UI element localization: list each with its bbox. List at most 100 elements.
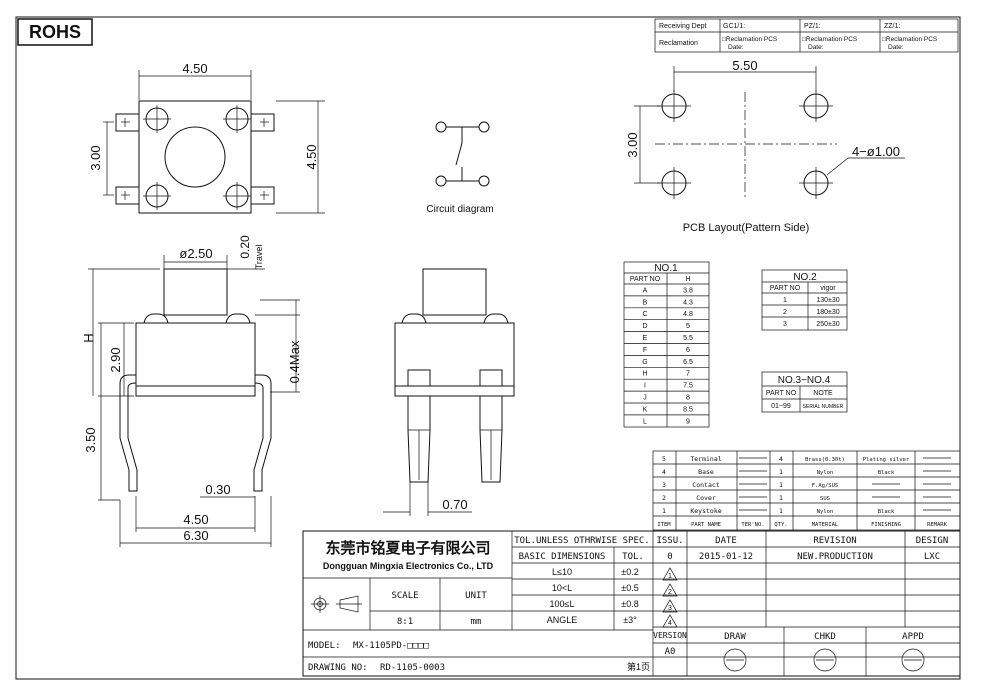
- no1-cell: J: [643, 395, 647, 402]
- no1-cell: I: [644, 383, 646, 390]
- issue-value: 0: [667, 552, 672, 562]
- bom-header: PART NAME: [691, 522, 721, 528]
- appd-header: APPD: [902, 632, 924, 642]
- no1-cell: 7: [686, 371, 690, 378]
- bom-cell: Keystoke: [690, 507, 721, 515]
- model-value: MX-1105PD-□□□□: [353, 641, 429, 651]
- revision-header: REVISION: [813, 536, 856, 546]
- company-name-cn: 东莞市铭夏电子有限公司: [325, 539, 490, 557]
- no1-cell: F: [643, 347, 647, 354]
- bom-header: QTY.: [774, 522, 787, 528]
- no34-header-note: NOTE: [813, 390, 833, 397]
- no1-cell: 5.5: [683, 335, 693, 342]
- bom-cell: Plating silver: [863, 457, 910, 463]
- recl-date-2: Date:: [808, 44, 824, 51]
- dim-body-width: 4.50: [183, 512, 208, 527]
- rev-mark: 2: [668, 589, 672, 596]
- bom-cell: 1: [779, 494, 783, 502]
- bom-cell: Terminal: [690, 455, 721, 463]
- no34-header-part: PART NO: [766, 390, 797, 397]
- bom-cell: 1: [662, 507, 666, 515]
- pcb-layout: [634, 66, 905, 199]
- travel-label: Travel: [254, 245, 264, 270]
- no1-cell: H: [642, 371, 647, 378]
- no1-header-part: PART NO: [630, 276, 661, 283]
- bom-table: [652, 450, 961, 531]
- bom-cell: 5: [662, 455, 666, 463]
- no1-cell: 9: [686, 418, 690, 425]
- title-block: [302, 530, 961, 677]
- dim-overall-width: 6.30: [183, 528, 208, 543]
- company-name-en: Dongguan Mingxia Electronics Co., LTD: [323, 561, 494, 571]
- tol-spec-label: TOL.UNLESS OTHRWISE SPEC.: [514, 536, 649, 546]
- no2-cell: 3: [783, 321, 787, 328]
- no1-cell: 8.5: [683, 406, 693, 413]
- no1-cell: K: [643, 406, 648, 413]
- no1-cell: 6.5: [683, 359, 693, 366]
- no34-title: NO.3−NO.4: [778, 375, 831, 386]
- recl-pcs-1: □Reclamation PCS: [722, 36, 778, 43]
- gc-label: GC1/1:: [723, 23, 745, 30]
- recl-pcs-3: □Reclamation PCS: [882, 36, 938, 43]
- bom-header: TER'NO.: [741, 522, 764, 528]
- pcb-label: PCB Layout(Pattern Side): [683, 222, 810, 234]
- recl-pcs-2: □Reclamation PCS: [802, 36, 858, 43]
- no1-cell: C: [642, 311, 647, 318]
- tol-row-2-val: ±0.5: [621, 583, 638, 593]
- no34-table: [761, 371, 848, 413]
- unit-value: mm: [471, 617, 482, 627]
- tol-row-1-val: ±0.2: [621, 567, 638, 577]
- no34-cell: 01~99: [771, 403, 791, 410]
- no1-cell: 6: [686, 347, 690, 354]
- bom-cell: Black: [878, 470, 895, 476]
- no34-cell: SERIAL NUMBER: [803, 404, 844, 410]
- basic-dim-label: BASIC DIMENSIONS: [519, 552, 606, 562]
- page-number: 第1页: [627, 661, 650, 672]
- model-label: MODEL:: [308, 641, 341, 651]
- no1-cell: G: [642, 359, 647, 366]
- dim-stem-dia: ø2.50: [179, 246, 212, 261]
- bom-cell: Base: [698, 468, 714, 476]
- dim-top-width: 4.50: [182, 61, 207, 76]
- scale-header: SCALE: [391, 591, 418, 601]
- bom-cell: F.Ag/SUS: [812, 483, 839, 489]
- bom-cell: Nylon: [817, 509, 834, 515]
- no2-table: [761, 269, 848, 331]
- dim-hole: 4−ø1.00: [852, 144, 900, 159]
- no1-cell: 5: [686, 323, 690, 330]
- side-view: [383, 268, 515, 516]
- bom-cell: 4: [779, 455, 783, 463]
- circuit-diagram: [435, 121, 490, 187]
- no2-cell: 130±30: [816, 297, 839, 304]
- bom-cell: 4: [662, 468, 666, 476]
- recl-date-3: Date:: [888, 44, 904, 51]
- date-header: DATE: [715, 536, 737, 546]
- bom-cell: Nylon: [817, 470, 834, 476]
- zz-label: ZZ/1:: [884, 23, 900, 30]
- no1-cell: A: [643, 287, 648, 294]
- bom-header: FINISHING: [871, 522, 901, 528]
- no1-cell: L: [643, 418, 647, 425]
- design-value: LXC: [924, 552, 940, 562]
- dim-pin-width-side: 0.70: [442, 497, 467, 512]
- bom-cell: 1: [779, 507, 783, 515]
- dim-max: 0.4Max: [287, 340, 302, 383]
- version-header: VERSION: [653, 631, 687, 640]
- recl-date-1: Date:: [728, 44, 744, 51]
- rev-mark: 4: [668, 620, 672, 627]
- tol-row-2-dim: 10<L: [552, 583, 572, 593]
- bom-header: REMARK: [927, 522, 948, 528]
- no2-cell: 180±30: [816, 309, 839, 316]
- no1-cell: 8: [686, 395, 690, 402]
- date-value: 2015-01-12: [699, 552, 753, 562]
- scale-value: 8:1: [397, 617, 413, 627]
- rohs-box: [17, 18, 93, 46]
- tol-row-3-val: ±0.8: [621, 599, 638, 609]
- circuit-label: Circuit diagram: [426, 204, 493, 215]
- tol-row-4-val: ±3°: [623, 615, 637, 625]
- no1-cell: 4.8: [683, 311, 693, 318]
- receiving-dept-label: Receiving Dept: [659, 23, 707, 30]
